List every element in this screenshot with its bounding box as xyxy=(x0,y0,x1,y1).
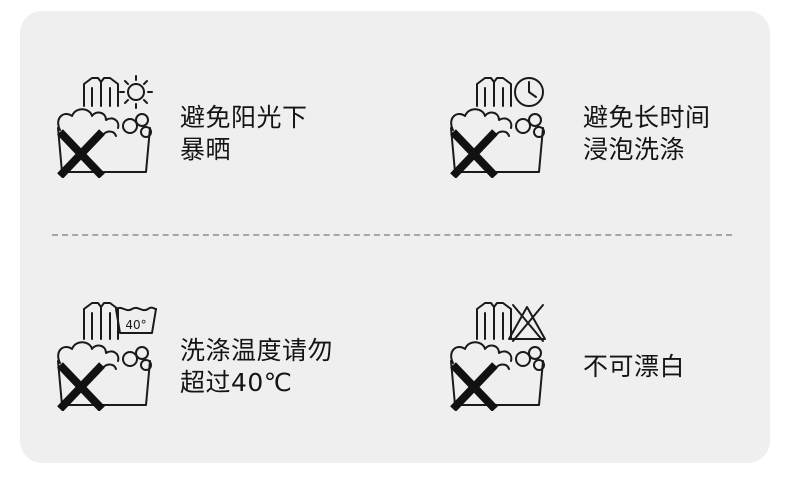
care-label-wash-temperature: 洗涤温度请勿 超过40℃ xyxy=(180,336,334,397)
care-label-no-sunlight: 避免阳光下 暴晒 xyxy=(180,103,308,164)
section-divider xyxy=(52,234,732,236)
no-sunlight-drying-icon xyxy=(50,66,162,178)
care-label-no-bleach: 不可漂白 xyxy=(583,352,686,381)
care-instructions-panel: 避免阳光下 暴晒 xyxy=(20,11,770,463)
wash-max-40-icon: 40° xyxy=(50,299,162,411)
wash-temp-badge: 40° xyxy=(125,318,146,332)
care-label-no-long-soaking: 避免长时间 浸泡洗涤 xyxy=(583,103,711,164)
no-bleach-icon xyxy=(443,299,555,411)
no-long-soaking-icon xyxy=(443,66,555,178)
